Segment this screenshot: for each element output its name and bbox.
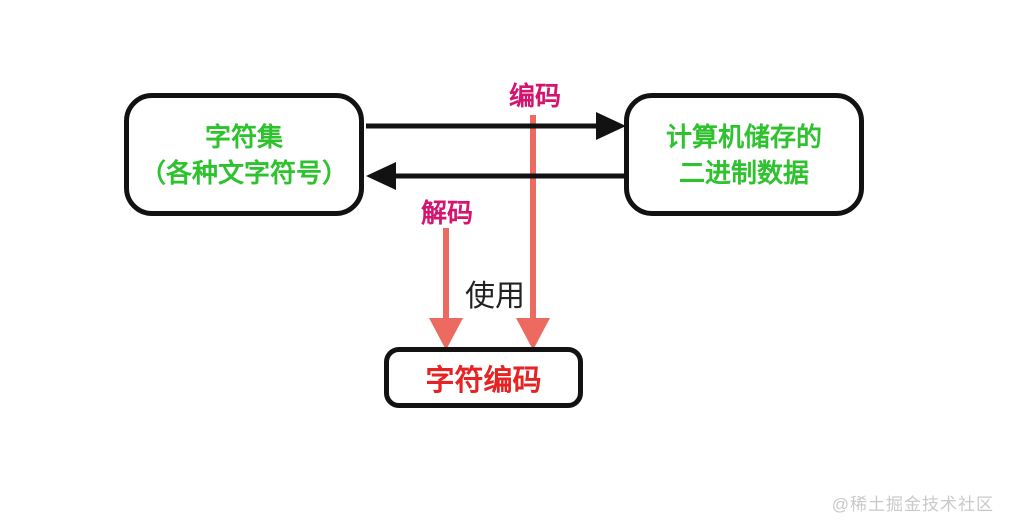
- charset-box-line2: （各种文字符号）: [139, 157, 348, 188]
- encode-label: 编码: [508, 81, 561, 111]
- encode-arrow: [366, 112, 626, 140]
- character-encoding-label: 字符编码: [425, 364, 542, 397]
- character-encoding-box: 字符编码: [384, 347, 583, 408]
- charset-box: 字符集 （各种文字符号）: [124, 93, 364, 216]
- decode-label: 解码: [420, 198, 473, 228]
- binary-data-box-line2: 二进制数据: [678, 157, 809, 188]
- binary-data-box: 计算机储存的 二进制数据: [624, 93, 864, 216]
- binary-data-box-line1: 计算机储存的: [665, 121, 822, 152]
- use-arrow-right: [516, 115, 550, 350]
- use-arrow-left: [429, 228, 463, 350]
- decode-arrow: [366, 162, 626, 190]
- watermark-text: @稀土掘金技术社区: [831, 495, 994, 514]
- use-label: 使用: [465, 280, 525, 313]
- charset-box-line1: 字符集: [204, 121, 283, 152]
